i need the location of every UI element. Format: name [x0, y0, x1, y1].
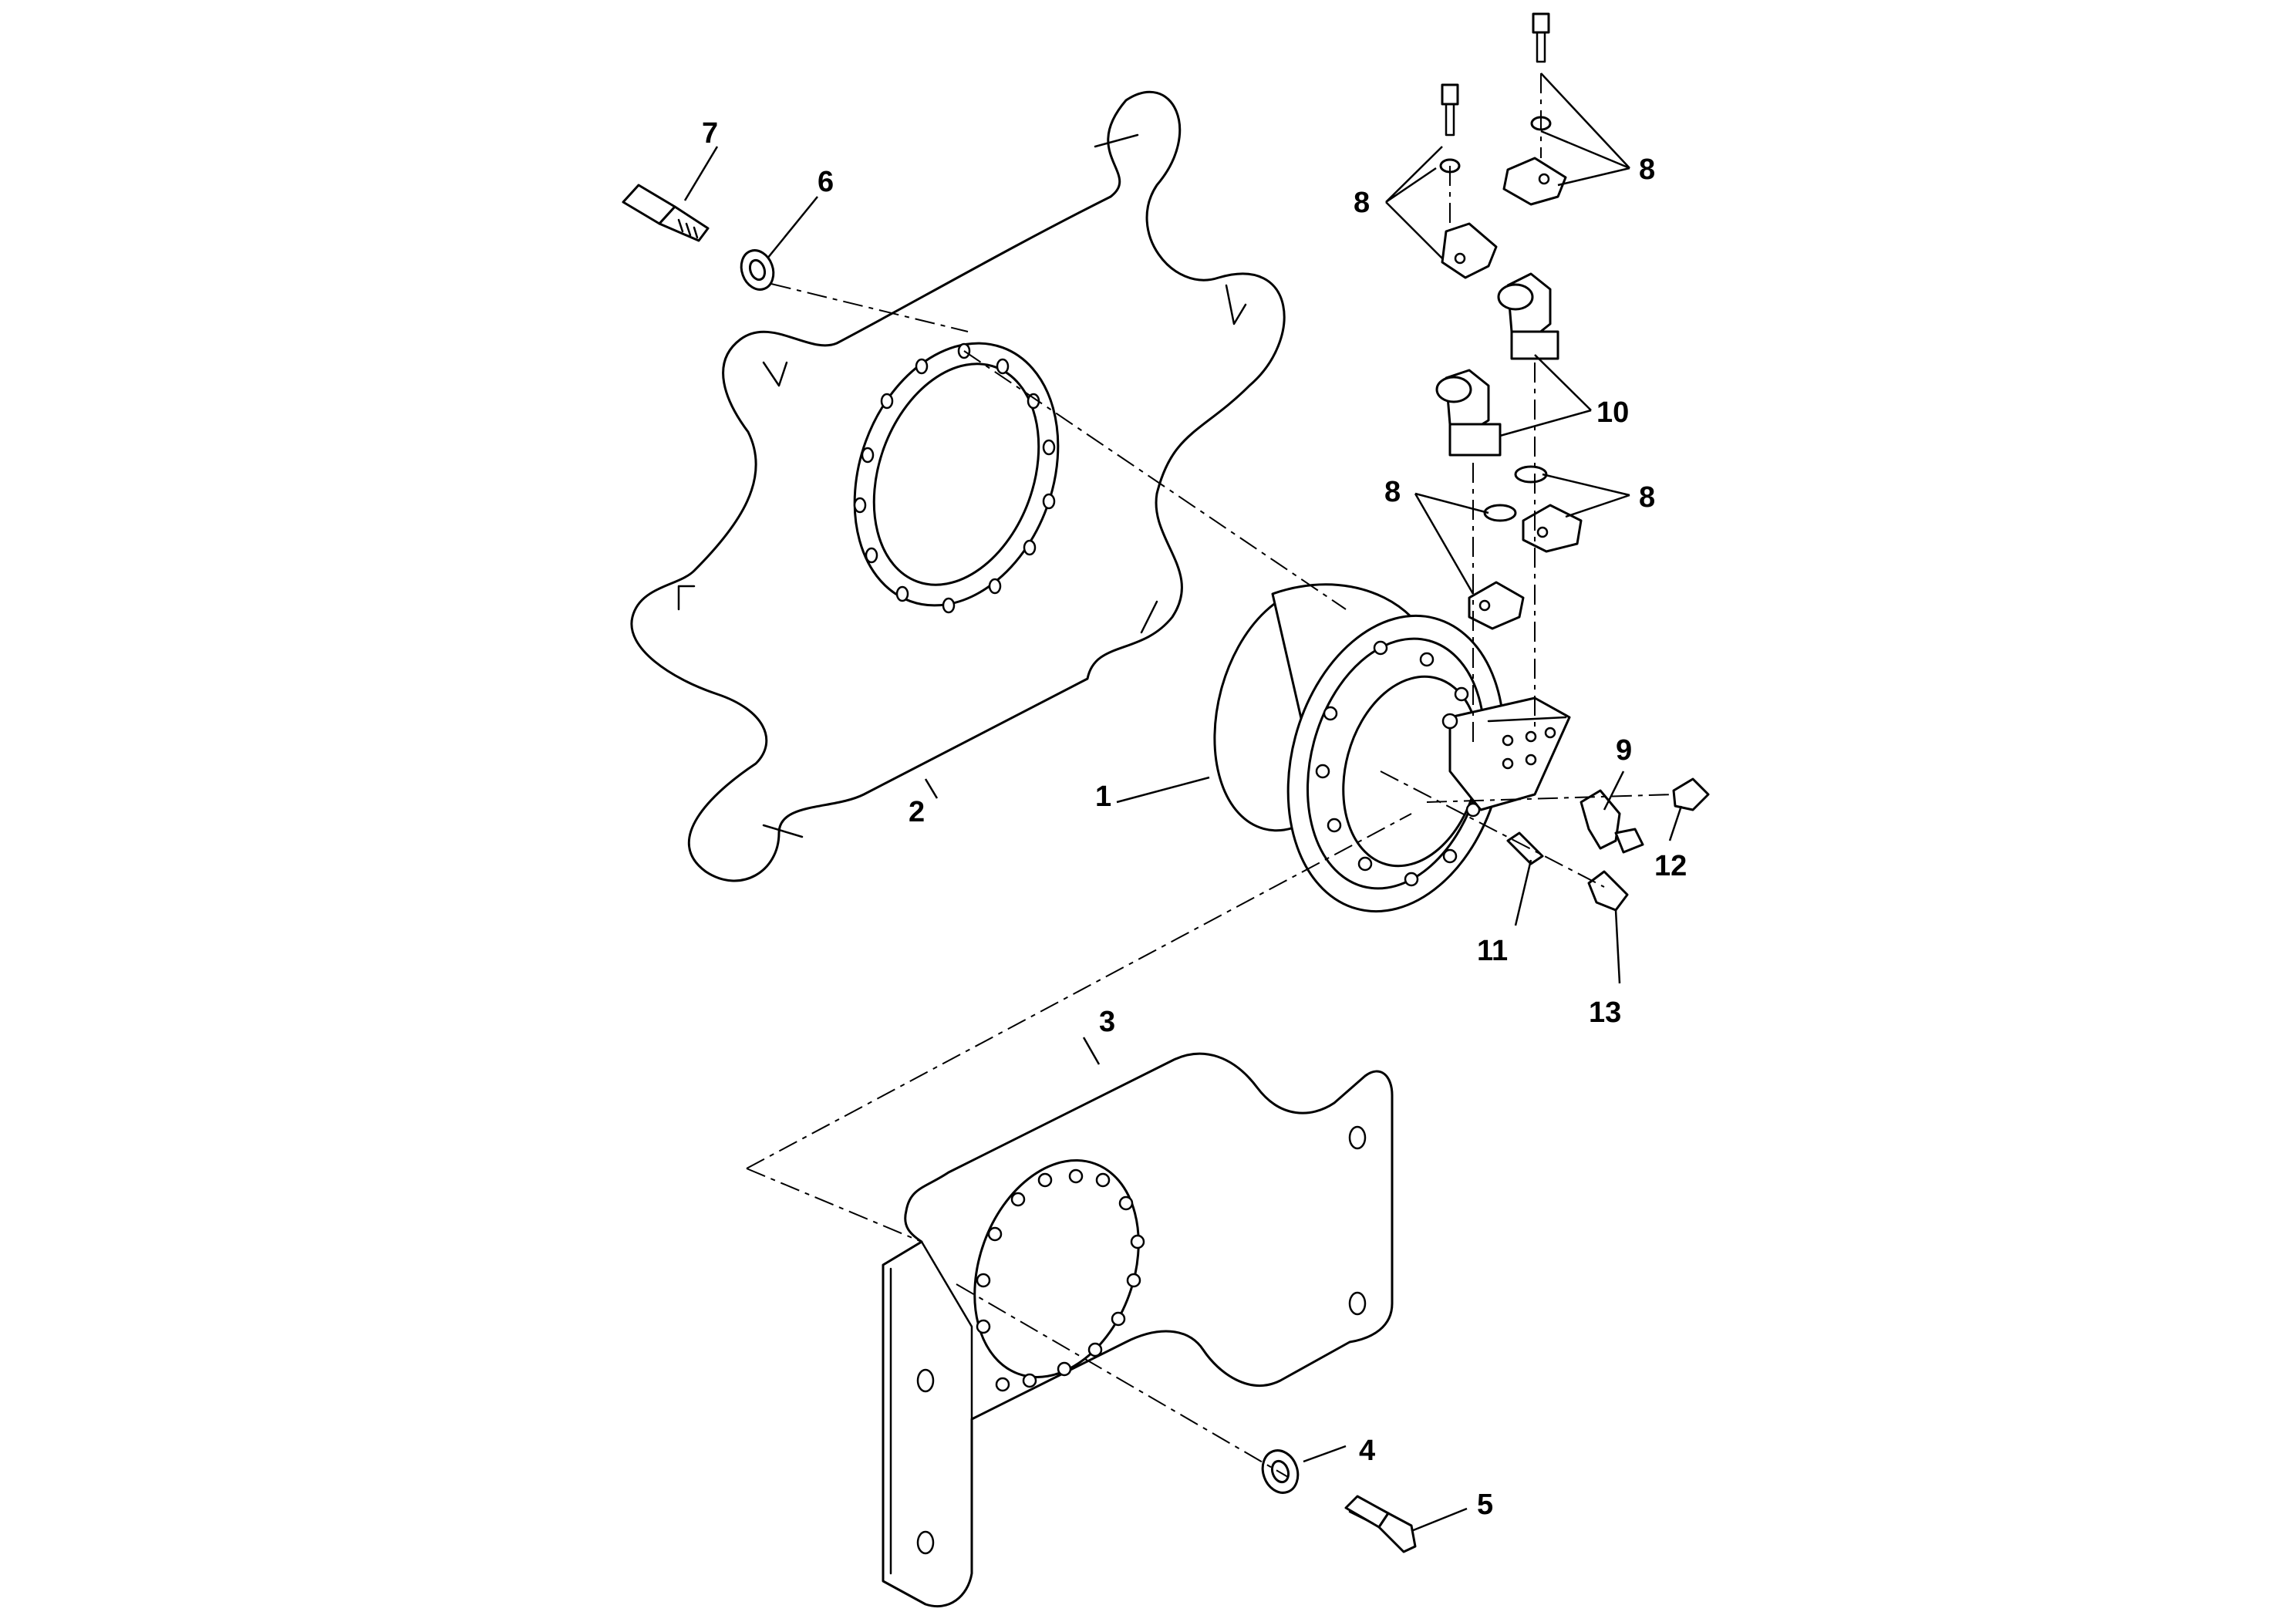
assembly-center-lines [746, 73, 1674, 1478]
bolt-part-7 [622, 184, 710, 242]
plate-bolt-holes [853, 342, 1056, 614]
elbow-fitting-lower [1435, 369, 1502, 457]
callout-8-lower-right: 8 [1639, 481, 1655, 514]
callout-11: 11 [1477, 935, 1508, 967]
callout-6: 6 [818, 166, 834, 198]
fitting-part-12 [1672, 777, 1710, 811]
callout-13: 13 [1589, 996, 1621, 1029]
flange-clamp-lower-right [1522, 504, 1583, 553]
fitting-part-11 [1506, 831, 1544, 865]
callout-10: 10 [1596, 396, 1629, 429]
callout-3: 3 [1099, 1006, 1115, 1038]
callout-12: 12 [1654, 850, 1687, 882]
flange-clamp-lower-left [1468, 581, 1525, 630]
callout-labels: 1 2 3 4 5 6 7 8 8 8 8 9 10 11 12 13 [702, 117, 1687, 1521]
callout-7: 7 [702, 117, 718, 150]
callout-8-lower-left: 8 [1384, 476, 1401, 508]
callout-5: 5 [1477, 1489, 1493, 1521]
callout-2: 2 [909, 796, 925, 828]
bracket-part-3 [882, 1052, 1394, 1608]
callout-9: 9 [1616, 734, 1632, 767]
elbow-fitting-upper [1497, 272, 1559, 360]
callout-4: 4 [1359, 1435, 1375, 1467]
bracket-bolt-holes [976, 1168, 1145, 1392]
washer-part-6 [740, 249, 775, 291]
callout-8-upper-right: 8 [1639, 153, 1655, 186]
fitting-part-13 [1587, 870, 1629, 912]
elbow-fitting-part-9 [1580, 789, 1644, 854]
callout-8-upper-left: 8 [1354, 187, 1370, 219]
leader-lines [683, 73, 1683, 1533]
flange-clamp-upper-left [1441, 222, 1498, 279]
mounting-plate-part-2 [630, 90, 1286, 882]
o-rings [1483, 465, 1548, 522]
washer-part-4 [1261, 1449, 1300, 1494]
upper-bolts [1439, 12, 1552, 174]
motor-part-1 [1213, 583, 1571, 913]
flange-clamp-upper-right [1502, 157, 1567, 206]
callout-1: 1 [1095, 781, 1111, 813]
bolt-part-5 [1344, 1495, 1417, 1553]
